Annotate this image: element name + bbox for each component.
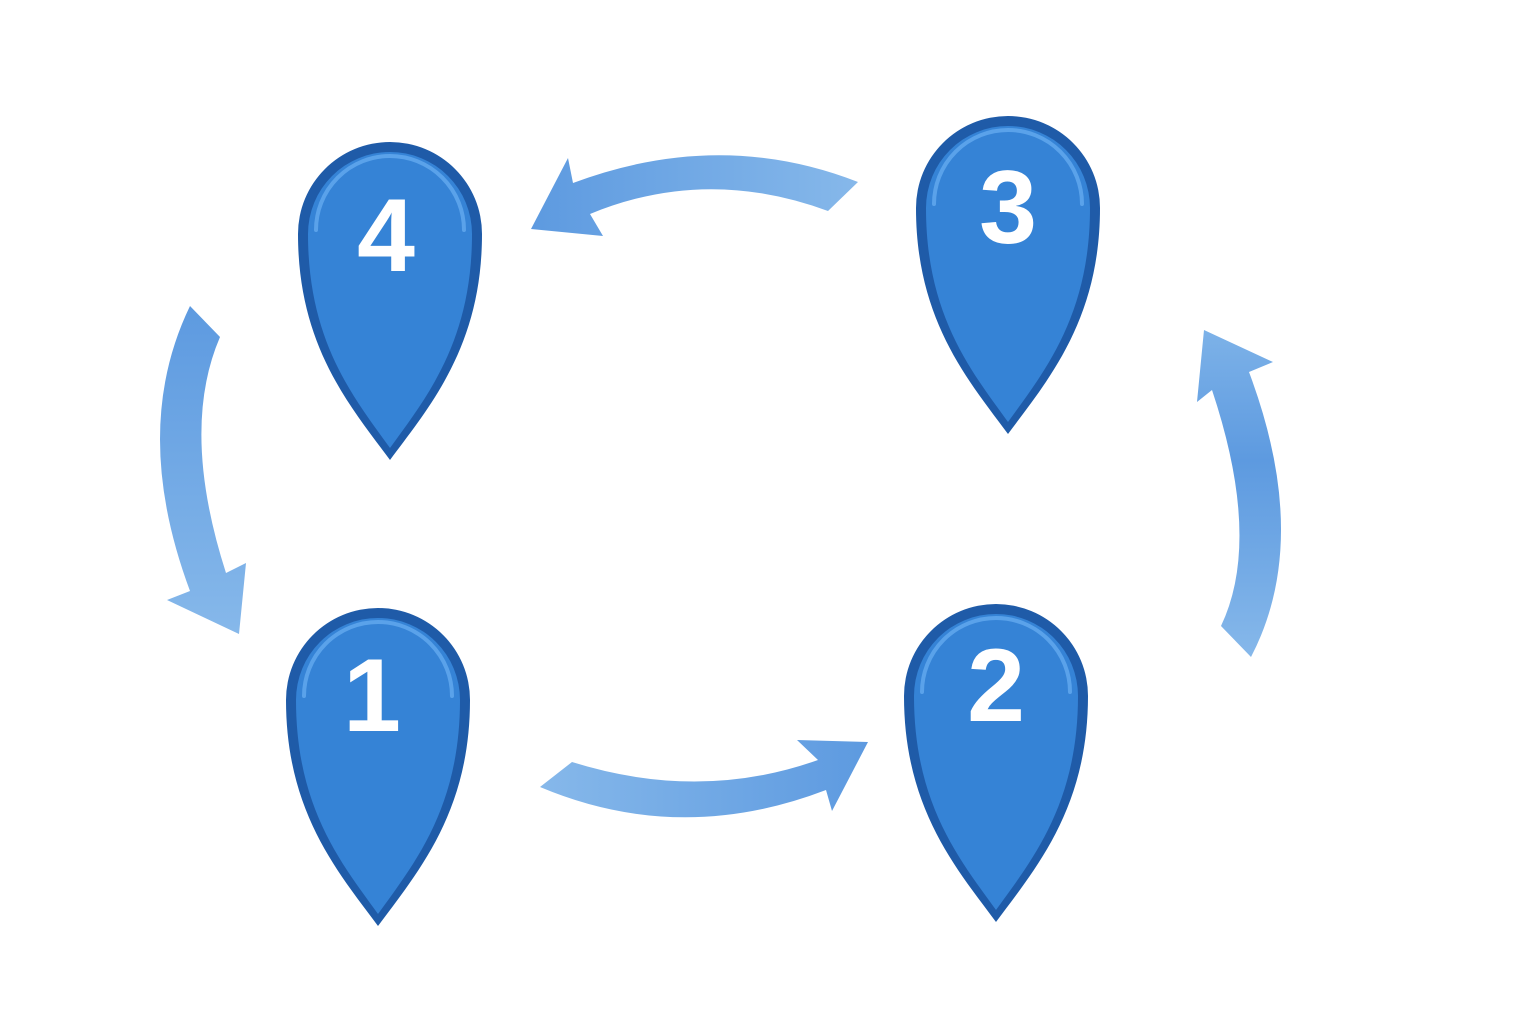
arrow-3-to-4: [531, 155, 858, 236]
curved-arrow-icon: [1197, 330, 1282, 657]
curved-arrow-icon: [160, 306, 246, 634]
arrow-2-to-3: [1197, 330, 1282, 657]
arrow-1-to-2: [540, 740, 868, 818]
pin-label: 1: [343, 638, 401, 754]
arrow-4-to-1: [160, 306, 246, 634]
location-pin-4: 4: [296, 140, 484, 462]
curved-arrow-icon: [540, 740, 868, 818]
location-pin-3: 3: [914, 114, 1102, 436]
location-pin-1: 1: [284, 606, 472, 928]
pin-label: 4: [357, 178, 415, 294]
curved-arrow-icon: [531, 155, 858, 236]
pin-label: 3: [979, 150, 1037, 266]
location-pin-2: 2: [902, 602, 1090, 924]
pin-label: 2: [967, 628, 1025, 744]
